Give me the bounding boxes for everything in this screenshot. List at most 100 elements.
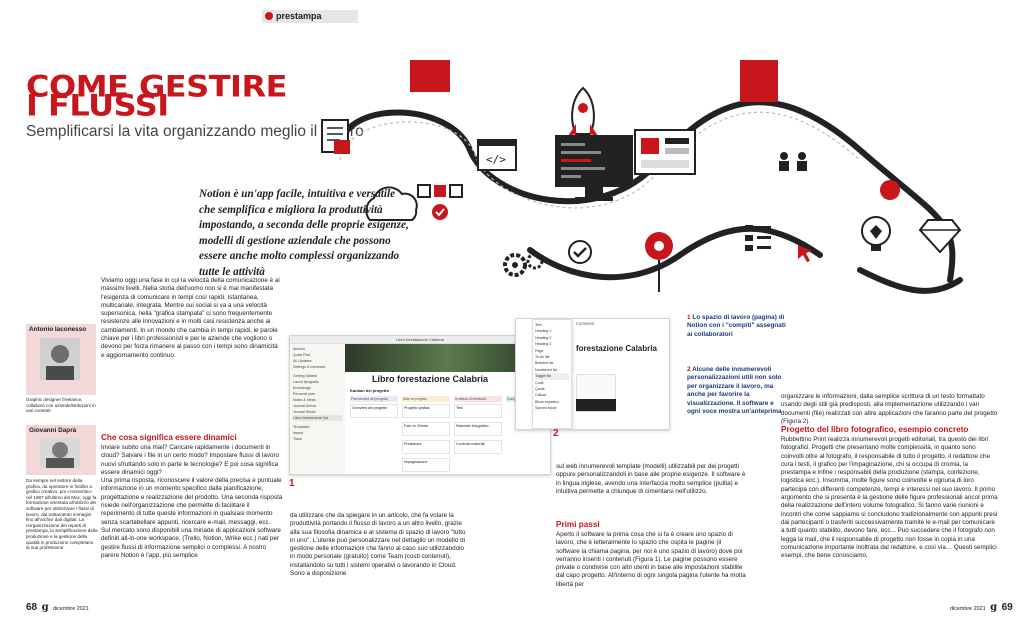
magazine-logo: g [990,602,998,613]
author-bio-1: Graphic designer freelance, collabora co… [26,397,96,414]
menu-item: Heading 1 [535,329,552,334]
check-circle-icon [568,240,592,264]
page-title: Libro forestazione Calabria [372,374,489,384]
kanban-card: Materiale fotografico [454,422,502,436]
col3-body: Aperto il software la prima cosa che si … [556,531,746,588]
sidebar-item: Notes & Ideas [293,398,316,402]
author-name: Antonio Iaconesso [29,326,87,333]
red-block-decoration [740,60,778,102]
col1-paragraph: Inviare subito una mail? Caricare rapida… [101,444,280,476]
menu-item: Heading 2 [535,335,552,340]
sidebar-item: Personal plan [293,392,315,396]
menu-item: Heading 3 [535,342,552,347]
col1-intro: Viviamo oggi una fase in cui la velocità… [101,277,280,359]
preview-tooltip [576,399,616,411]
menu-item: Text [535,323,542,327]
workflow-illustration: </> [321,60,963,294]
menu-item: Synced block [535,406,557,411]
menu-item: Toggle list [535,373,569,380]
flow-path-dashed [339,111,861,209]
cloud-icon [365,186,418,221]
section-dot-icon [265,12,273,20]
menu-item: Bulleted list [535,361,554,366]
menu-item: Quote [535,387,545,392]
kanban-column-header: Panoramica del progetto [350,396,398,402]
kanban-card: Test [454,404,502,418]
caption-number: 1 [687,314,691,321]
flow-path-lower [527,225,823,281]
caption-text: Alcune delle innumerevoli personalizzazi… [687,366,782,416]
author-card-1: Antonio Iaconesso [26,324,96,395]
caption-text: Lo spazio di lavoro (pagina) di Notion c… [687,314,786,338]
screenshot2-title: forestazione Calabria [576,344,657,353]
col2-body: da utilizzare che da spiegare in un arti… [290,512,466,578]
lightbulb-icon [861,216,891,251]
title-line-2: I FLUSSI [26,88,169,123]
article-subtitle: Semplificarsi la vita organizzando megli… [26,123,364,140]
heading-primi-passi: Primi passi [556,520,600,529]
red-dot-decoration [880,180,900,200]
flow-path-main [337,99,956,283]
caption-number: 2 [687,366,691,373]
folio-right: dicembre 2021 g 69 [950,597,1013,615]
figure-label-2: 2 [553,428,559,439]
menu-item: Callout [535,393,547,398]
kanban-card: Impaginazione [402,458,450,472]
issue-date: dicembre 2021 [53,606,89,612]
menu-item: Page [535,348,544,353]
author-photo [40,437,80,468]
author-photo [40,337,80,380]
kanban-column-header: Note di progetto [402,396,450,402]
figure-caption-2: 2 Alcune delle innumerevoli personalizza… [687,366,787,416]
author-name: Giovanni Daprà [29,427,77,434]
article-title: COME GESTIRE I FLUSSI [26,68,287,123]
lead-paragraph: Notion è un'app facile, intuitiva e vers… [199,188,409,278]
col4-body: Rubbettino Print realizza innumerevoli p… [781,436,998,560]
diamond-icon [918,219,962,254]
folio-left: 68 g dicembre 2021 [26,597,89,615]
kanban-column-header: In attesa di feedback [454,396,502,402]
heading-essere-dinamici: Che cosa significa essere dinamici [101,433,237,442]
notion-sidebar: Antonio Quick Find All Updates Settings … [290,344,345,474]
sidebar-item: Libro forestazione Cal [293,415,342,421]
location-pin-icon [645,232,673,292]
sidebar-item: Settings & members [293,365,326,369]
sidebar-item: Trash [293,437,303,441]
comment-toolbar: Comment [576,321,595,326]
kanban-card: Progetto grafica [402,404,450,418]
sidebar-item: Quick Find [293,353,311,357]
flow-path-right [857,267,963,294]
title-line-1: COME GESTIRE [26,68,287,104]
gear-icon [503,252,544,277]
col1-body: Inviare subito una mail? Caricare rapida… [101,444,284,560]
list-icon [745,225,771,251]
sidebar-item: Journal Anima [293,404,316,408]
kanban-card: Foto vs Cliente [402,422,450,436]
page-number: 68 [26,602,38,613]
sidebar-item: Antonio [293,347,306,351]
red-block-decoration [410,60,450,92]
checklist-icon [417,184,463,220]
notion-screenshot-2: Comment forestazione Calabria Text Headi… [515,318,670,430]
notion-screenshot-1: Libro forestazione Calabria Antonio Quic… [289,335,551,475]
page-number: 69 [1001,602,1013,613]
sidebar-item: All Updates [293,359,312,363]
kanban-card: Overview del progetto [350,404,398,418]
dashboard-icon [634,129,696,175]
sidebar-item: Journal Studio [293,410,316,414]
window-titlebar: Libro forestazione Calabria [290,336,550,344]
author-bio-2: Da sempre nel settore della grafica, da … [26,478,98,551]
author-card-2: Giovanni Daprà [26,425,96,475]
figure-label-1: 1 [289,478,295,489]
heading-progetto: Progetto del libro fotografico, esempio … [781,425,969,434]
issue-date: dicembre 2021 [950,606,986,612]
menu-item: To-do list [535,355,550,360]
cursor-icon [798,245,812,262]
block-menu: Text Heading 1 Heading 2 Heading 3 Page … [532,319,572,429]
kanban-card: Controllo materiali [454,440,502,454]
magazine-logo: g [41,602,49,613]
svg-text:</>: </> [486,153,506,166]
kanban-card: Prestampa [402,440,450,454]
code-window-icon: </> [477,139,517,171]
figure-caption-1: 1 Lo spazio di lavoro (pagina) di Notion… [687,314,787,339]
